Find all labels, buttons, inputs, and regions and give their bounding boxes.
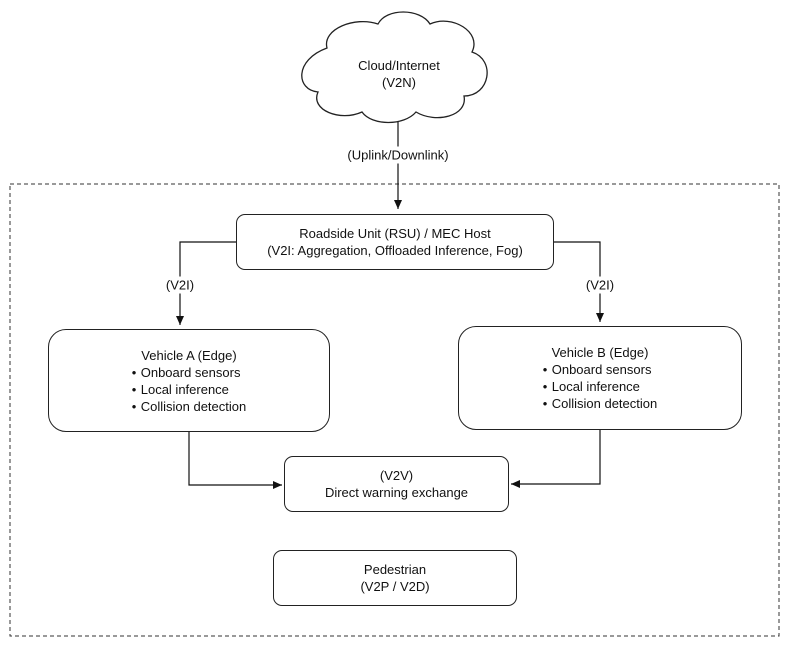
uplink-downlink-label: (Uplink/Downlink) [347,146,449,164]
vehicle-b-node: Vehicle B (Edge) Onboard sensors Local i… [458,326,742,430]
v2v-exchange-node: (V2V) Direct warning exchange [284,456,509,512]
list-item: Onboard sensors [132,364,247,381]
pedestrian-subtitle: (V2P / V2D) [360,579,430,594]
vehicle-a-capabilities: Onboard sensors Local inference Collisio… [132,364,247,415]
list-item: Collision detection [543,395,658,412]
v2v-subtitle: Direct warning exchange [324,485,469,500]
v2i-right-label: (V2I) [585,276,615,294]
cloud-internet-node: Cloud/Internet (V2N) [358,57,440,91]
pedestrian-node: Pedestrian (V2P / V2D) [273,550,517,606]
rsu-to-vehicle-a-connector [176,241,236,325]
cloud-shape [301,11,488,124]
rsu-title: Roadside Unit (RSU) / MEC Host [299,226,491,241]
local-network-boundary [9,183,780,637]
vehicle-a-title: Vehicle A (Edge) [141,347,237,363]
cloud-title: Cloud/Internet [358,58,440,73]
list-item: Collision detection [132,398,247,415]
rsu-subtitle: (V2I: Aggregation, Offloaded Inference, … [267,243,523,258]
vehicle-a-node: Vehicle A (Edge) Onboard sensors Local i… [48,329,330,432]
vehicle-b-to-v2v-connector [511,430,601,488]
pedestrian-title: Pedestrian [363,562,427,577]
cloud-subtitle: (V2N) [382,75,416,90]
vehicle-a-to-v2v-connector [188,432,282,489]
list-item: Local inference [543,378,658,395]
list-item: Onboard sensors [543,361,658,378]
vehicle-b-title: Vehicle B (Edge) [551,345,649,360]
v2i-left-label: (V2I) [165,276,195,294]
vehicle-b-capabilities: Onboard sensors Local inference Collisio… [543,361,658,412]
list-item: Local inference [132,381,247,398]
rsu-to-vehicle-b-connector [554,241,604,322]
rsu-mec-host-node: Roadside Unit (RSU) / MEC Host (V2I: Agg… [236,214,554,270]
v2v-title: (V2V) [379,468,414,483]
